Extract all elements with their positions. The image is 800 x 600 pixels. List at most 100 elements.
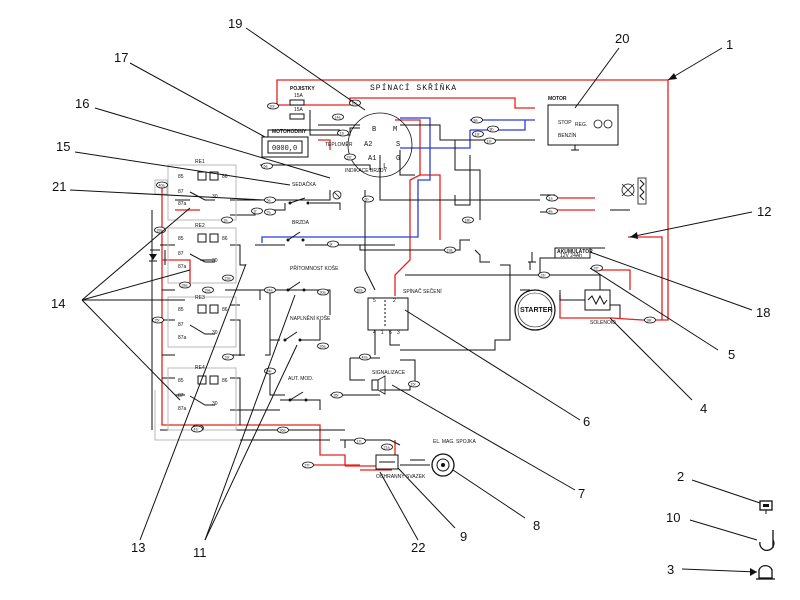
svg-text:38r: 38r bbox=[647, 318, 653, 322]
svg-text:85: 85 bbox=[178, 307, 184, 313]
svg-text:21a: 21a bbox=[384, 445, 390, 449]
svg-text:42a: 42a bbox=[362, 355, 368, 359]
svg-text:3: 3 bbox=[397, 330, 400, 336]
svg-text:SOLENOID: SOLENOID bbox=[590, 320, 616, 326]
svg-text:S: S bbox=[396, 141, 400, 149]
svg-text:85: 85 bbox=[178, 174, 184, 180]
engine-box: MOTOR STOP BENZÍN REG. bbox=[547, 96, 619, 151]
svg-text:15A: 15A bbox=[294, 107, 304, 113]
svg-text:11r: 11r bbox=[340, 131, 346, 135]
battery: AKUMULÁTOR 12V 24Ah bbox=[528, 247, 593, 263]
svg-text:20r: 20r bbox=[270, 104, 276, 108]
black-wires bbox=[150, 110, 630, 466]
svg-text:SIGNALIZACE: SIGNALIZACE bbox=[372, 370, 406, 376]
svg-text:AKUMULÁTOR: AKUMULÁTOR bbox=[557, 248, 593, 255]
basket-presence-switch: PŘÍTOMNOST KOŠE bbox=[286, 264, 339, 292]
fuse-block: POJISTKY 15A 15A bbox=[289, 86, 315, 120]
basket-full-switch: NAPLNĚNÍ KOŠE bbox=[283, 314, 331, 342]
callout-numbers: 19 17 16 15 21 14 13 11 22 20 1 12 18 5 … bbox=[51, 16, 771, 577]
svg-text:2: 2 bbox=[393, 298, 396, 304]
svg-text:30a: 30a bbox=[320, 290, 326, 294]
svg-text:G: G bbox=[396, 155, 400, 163]
svg-text:5a: 5a bbox=[267, 198, 271, 202]
svg-text:87: 87 bbox=[178, 393, 184, 399]
callout-8: 8 bbox=[533, 518, 540, 533]
svg-text:TEPLOMĚR: TEPLOMĚR bbox=[325, 140, 353, 148]
svg-text:L: L bbox=[383, 163, 387, 171]
mower-switch: SPÍNAČ SEČENÍ 5 2 4 1 6 3 bbox=[367, 288, 442, 336]
hour-meter: MOTOHODINY 0000,0 bbox=[261, 129, 309, 158]
svg-text:33r: 33r bbox=[225, 355, 231, 359]
svg-text:6: 6 bbox=[389, 330, 392, 336]
callout-16: 16 bbox=[75, 96, 89, 111]
callout-1: 1 bbox=[726, 37, 733, 52]
relay-re4: RE4 85 87 87a 86 30 bbox=[178, 365, 228, 412]
svg-text:1a: 1a bbox=[549, 196, 553, 200]
svg-text:8b: 8b bbox=[490, 127, 494, 131]
svg-text:87a: 87a bbox=[178, 335, 187, 341]
svg-text:4a: 4a bbox=[549, 209, 553, 213]
svg-text:19a: 19a bbox=[447, 248, 453, 252]
svg-text:32a: 32a bbox=[357, 288, 363, 292]
callout-12: 12 bbox=[757, 204, 771, 219]
relay-re3: RE3 85 87 87a 86 30 bbox=[178, 295, 228, 341]
svg-text:23a: 23a bbox=[225, 276, 231, 280]
svg-text:B: B bbox=[372, 126, 376, 134]
svg-text:87a: 87a bbox=[178, 406, 187, 412]
svg-text:30: 30 bbox=[212, 258, 218, 264]
diode-symbol bbox=[149, 254, 157, 262]
svg-text:22r: 22r bbox=[347, 155, 353, 159]
brake-switch: BRZDA bbox=[286, 220, 310, 242]
svg-text:INDIKACE BRZDY: INDIKACE BRZDY bbox=[345, 168, 388, 174]
svg-text:85: 85 bbox=[178, 378, 184, 384]
svg-text:MOTOR: MOTOR bbox=[548, 96, 567, 102]
callout-7: 7 bbox=[578, 486, 585, 501]
seat-switch: SEDAČKA bbox=[288, 181, 317, 205]
svg-text:MOTOHODINY: MOTOHODINY bbox=[272, 129, 307, 135]
svg-text:13r: 13r bbox=[475, 132, 481, 136]
svg-text:SEDAČKA: SEDAČKA bbox=[292, 181, 317, 188]
callout-22: 22 bbox=[411, 540, 425, 555]
svg-text:30: 30 bbox=[212, 330, 218, 336]
svg-text:86: 86 bbox=[222, 236, 228, 242]
callout-20: 20 bbox=[615, 31, 629, 46]
svg-text:RE3: RE3 bbox=[195, 295, 205, 301]
callout-4: 4 bbox=[700, 401, 707, 416]
callout-2: 2 bbox=[677, 469, 684, 484]
svg-text:9r: 9r bbox=[330, 242, 334, 246]
svg-text:14a: 14a bbox=[335, 115, 341, 119]
wire-code-labels: 20r 10r 14a 11r 22r 8a 8b 13r 12r 6a 6b … bbox=[152, 99, 656, 469]
svg-text:86: 86 bbox=[222, 174, 228, 180]
callout-21: 21 bbox=[52, 179, 66, 194]
svg-text:1: 1 bbox=[381, 330, 384, 336]
svg-text:29a: 29a bbox=[205, 288, 211, 292]
svg-text:SPÍNAČ SEČENÍ: SPÍNAČ SEČENÍ bbox=[403, 288, 442, 295]
callout-6: 6 bbox=[583, 414, 590, 429]
callout-11: 11 bbox=[193, 545, 207, 560]
svg-text:3a: 3a bbox=[224, 218, 228, 222]
svg-text:AUT. MOD.: AUT. MOD. bbox=[288, 376, 313, 382]
svg-text:25r: 25r bbox=[155, 318, 161, 322]
svg-text:BRZDA: BRZDA bbox=[292, 220, 310, 226]
svg-text:M: M bbox=[393, 126, 397, 134]
solenoid: SOLENOID bbox=[584, 289, 616, 326]
svg-text:39a: 39a bbox=[157, 228, 163, 232]
callout-leaders bbox=[69, 27, 761, 576]
svg-text:15A: 15A bbox=[294, 93, 304, 99]
wire-loop-icon bbox=[759, 530, 775, 552]
svg-text:OCHRANNÝ SVAZEK: OCHRANNÝ SVAZEK bbox=[376, 473, 426, 480]
svg-text:18b: 18b bbox=[465, 218, 471, 222]
callout-13: 13 bbox=[131, 540, 145, 555]
brake-indicator: TEPLOMĚR INDIKACE BRZDY bbox=[325, 140, 388, 200]
svg-text:STOP: STOP bbox=[558, 120, 572, 126]
ignition-switch-box: SPÍNACÍ SKŘÍŇKA B M A2 S A1 G L bbox=[347, 84, 456, 178]
svg-text:POJISTKY: POJISTKY bbox=[290, 86, 315, 92]
svg-text:12r: 12r bbox=[487, 139, 493, 143]
connector-icon bbox=[759, 500, 773, 514]
callout-18: 18 bbox=[756, 305, 770, 320]
svg-text:4: 4 bbox=[373, 330, 376, 336]
callout-17: 17 bbox=[114, 50, 128, 65]
svg-text:PŘÍTOMNOST KOŠE: PŘÍTOMNOST KOŠE bbox=[290, 264, 339, 272]
callout-3: 3 bbox=[667, 562, 674, 577]
